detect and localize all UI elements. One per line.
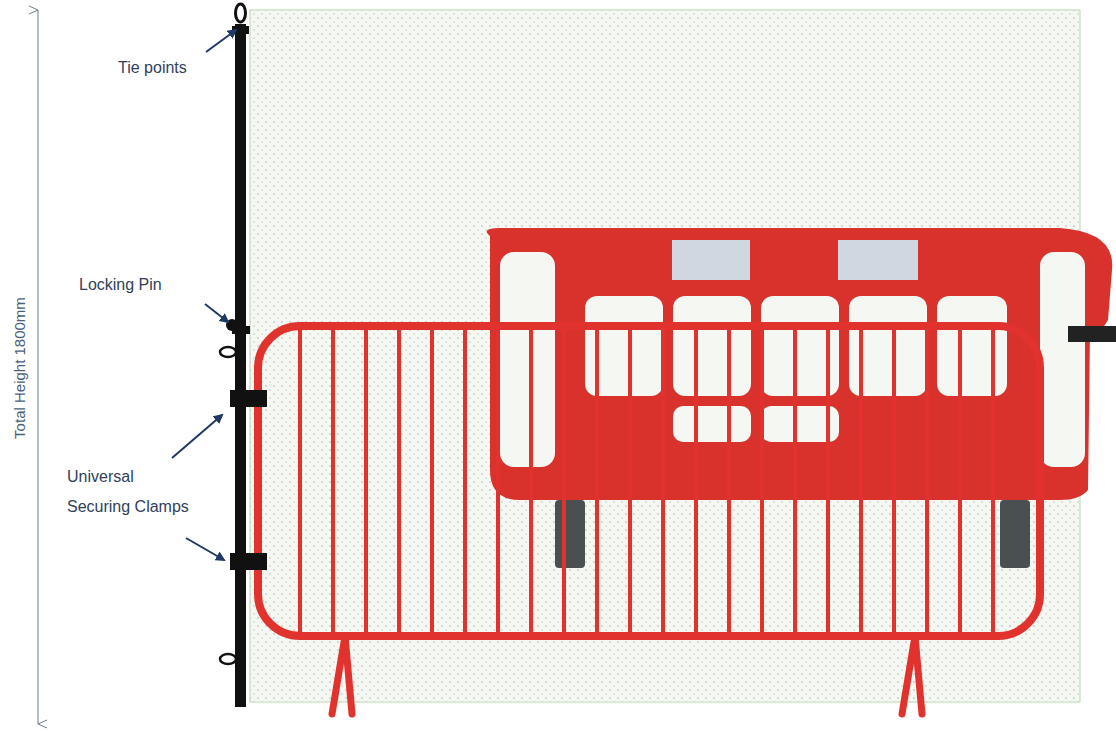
leader-line (172, 415, 222, 458)
barrier-window (673, 296, 751, 396)
leader-line (186, 538, 224, 560)
plastic-barrier (487, 228, 1116, 568)
securing-clamp (230, 390, 267, 407)
post-shaft (235, 24, 246, 707)
part-label: Universal Securing Clamps (67, 462, 195, 522)
part-label: Tie points (118, 53, 238, 83)
barrier-foot (1000, 500, 1030, 568)
barrier-legs (332, 636, 922, 714)
barrier-frame (258, 326, 1040, 636)
barrier-foot (555, 500, 585, 568)
post (220, 4, 267, 707)
reflective-panel (838, 240, 918, 280)
barrier-clip (1068, 326, 1116, 342)
barrier-window (937, 296, 1007, 396)
plastic-barrier-body (487, 228, 1113, 500)
part-label: Locking Pin (79, 270, 209, 300)
dimension-label: Total Height 1800mm (5, 297, 35, 439)
securing-clamp (230, 553, 267, 570)
barrier-window (500, 252, 555, 467)
barrier-bars (300, 326, 993, 636)
barrier-window (673, 406, 751, 442)
locking-pin-body (232, 326, 250, 334)
reflective-panel (672, 240, 750, 280)
height-dimension-line (38, 10, 39, 724)
tie-ring (220, 347, 236, 357)
dotted-background (250, 10, 1080, 702)
barrier-window (1040, 252, 1085, 467)
callout-arrows (172, 30, 236, 560)
metal-barrier (258, 326, 1040, 714)
tie-ring (220, 654, 236, 664)
leader-line (206, 30, 236, 52)
leader-line (205, 304, 228, 322)
tie-point (236, 4, 246, 22)
dot-texture (250, 10, 1080, 702)
